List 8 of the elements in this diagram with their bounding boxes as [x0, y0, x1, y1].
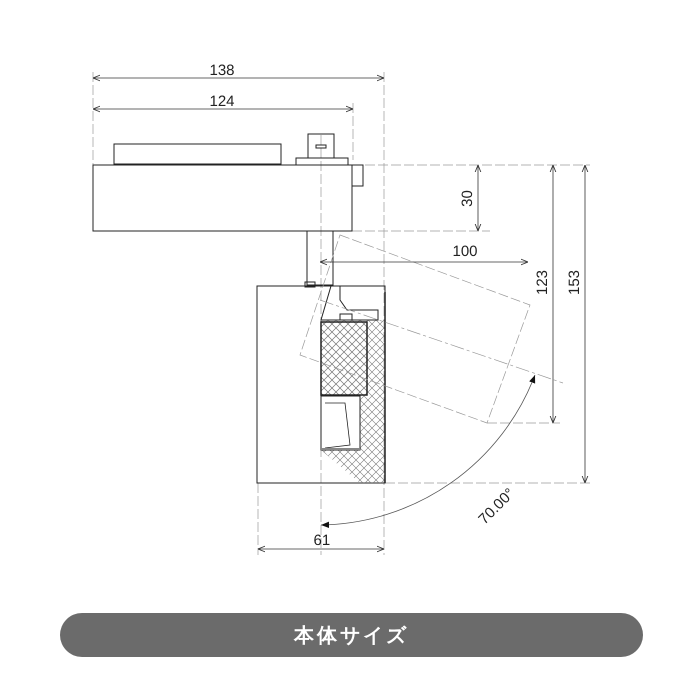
dimension-label: 30: [459, 190, 474, 206]
dimension-label: 100: [452, 244, 478, 258]
dimension-label: 153: [566, 269, 582, 295]
dimension-label: 61: [314, 532, 330, 548]
dimension-label: 123: [534, 269, 550, 295]
dimension-label: 124: [210, 94, 235, 108]
dimension-label: 138: [210, 62, 235, 78]
title-banner: 本体サイズ: [60, 613, 643, 657]
